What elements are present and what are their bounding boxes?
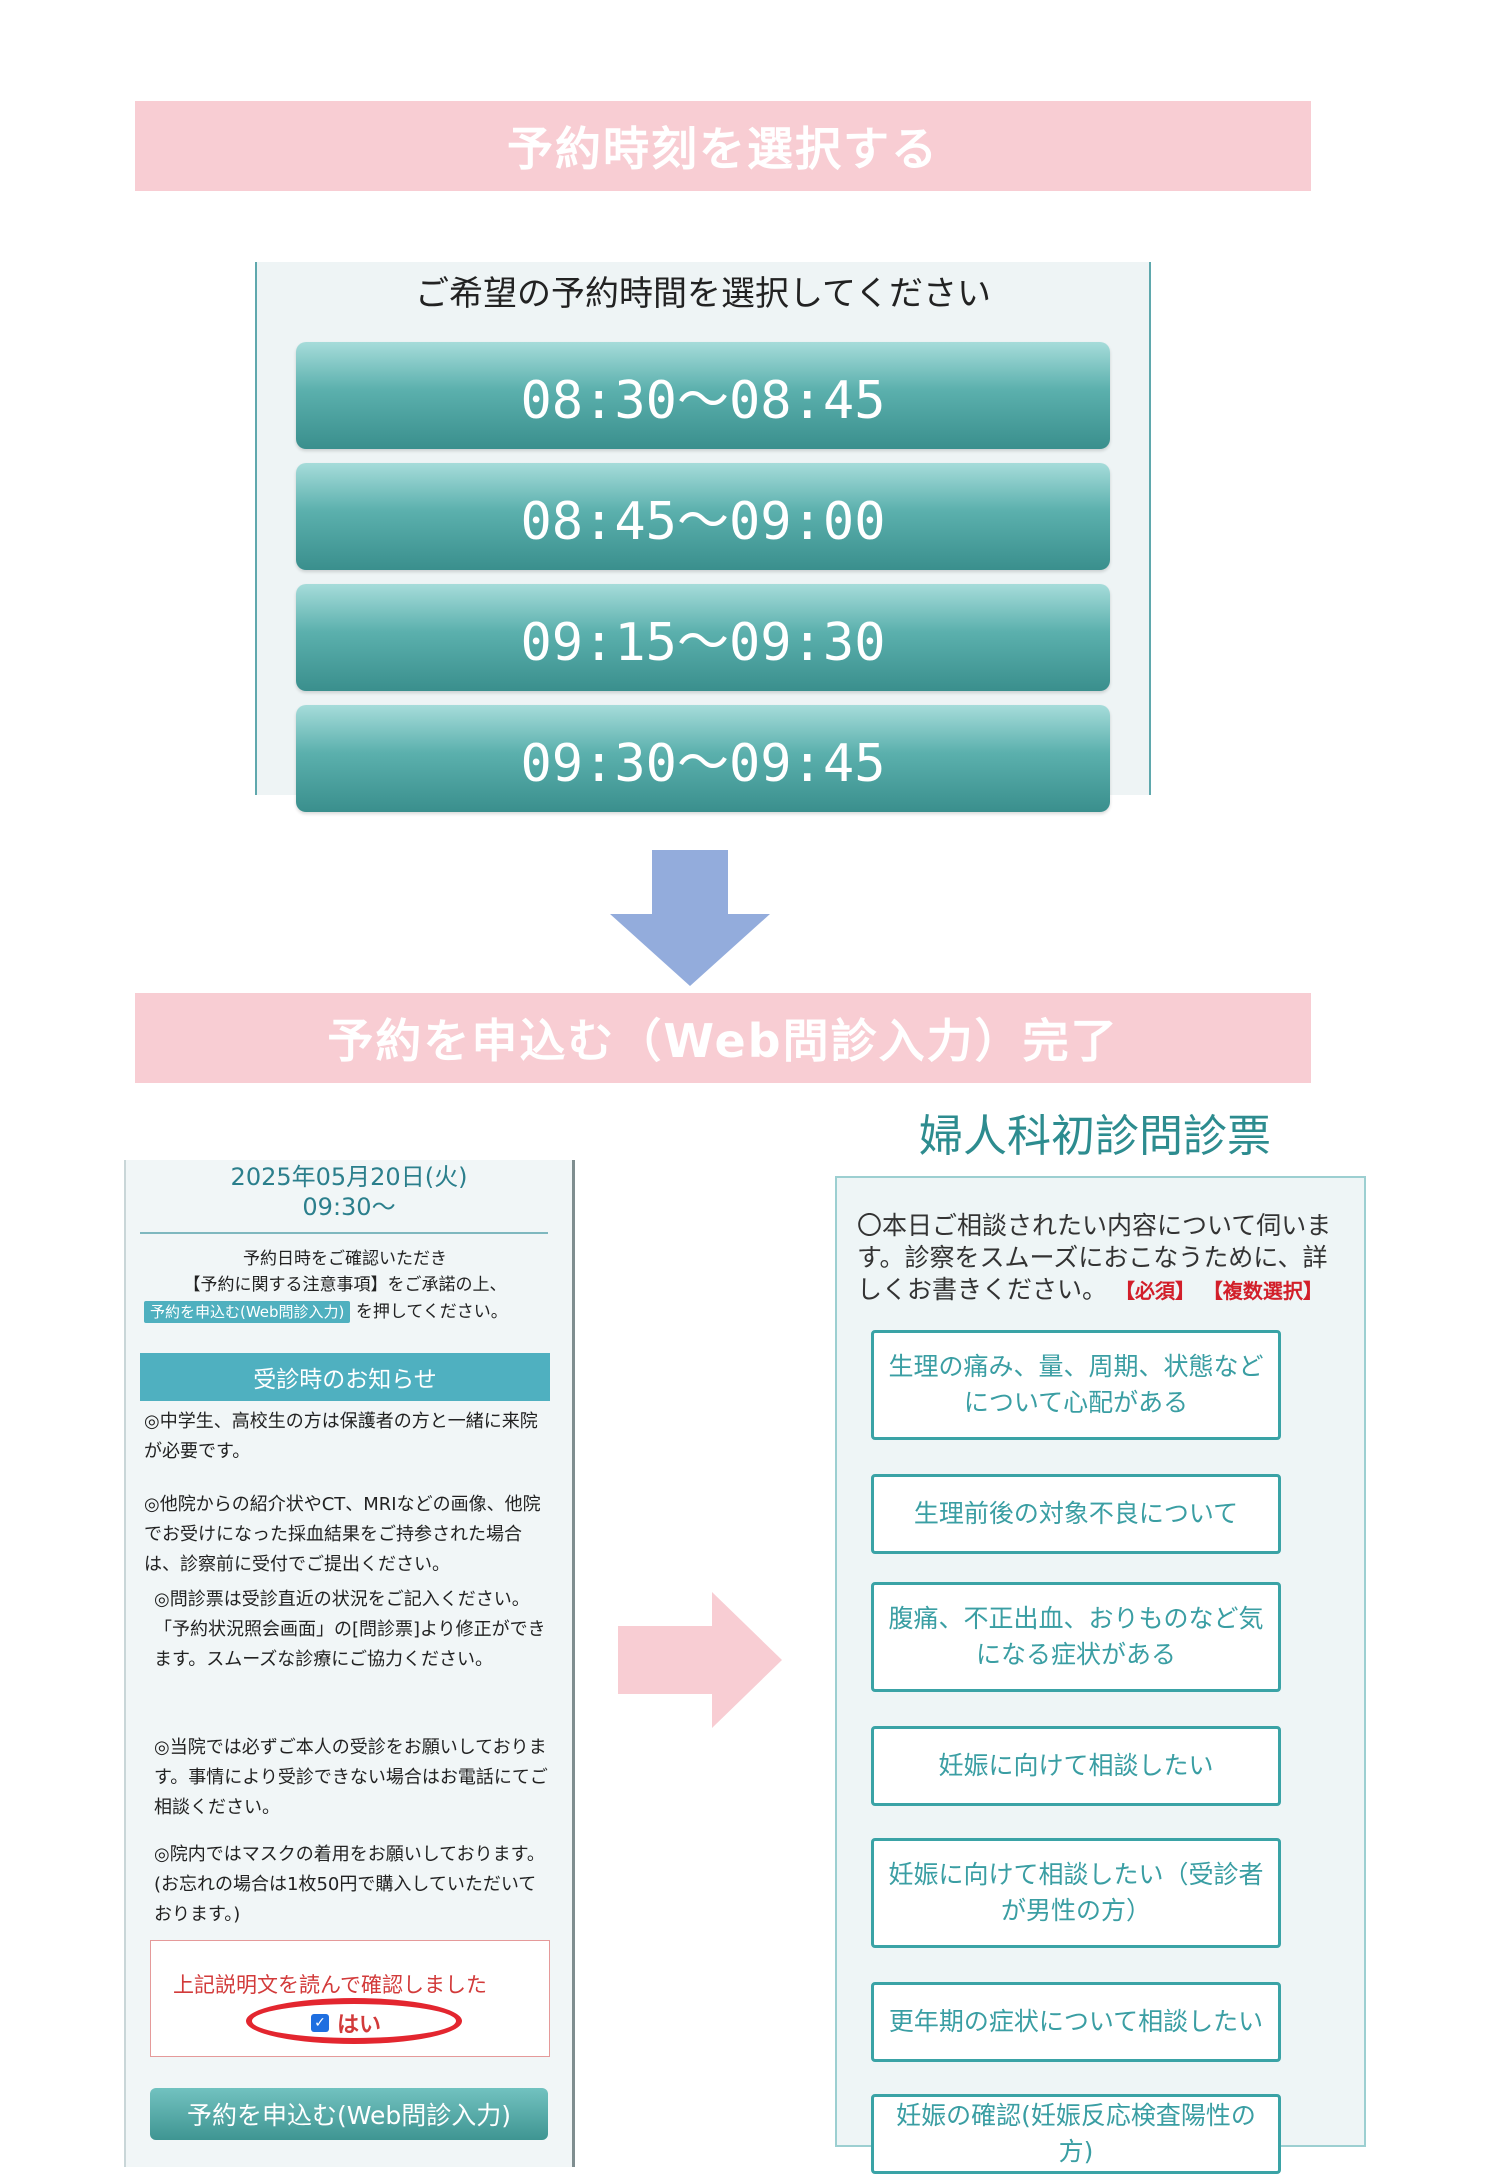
arrow-down-icon — [610, 850, 770, 986]
question-body: 〇本日ご相談されたい内容について伺います。診察をスムーズにおこなうために、詳しく… — [857, 1211, 1332, 1304]
time-selection-heading: ご希望の予約時間を選択してください — [415, 274, 991, 314]
question-text: 〇本日ご相談されたい内容について伺います。診察をスムーズにおこなうために、詳しく… — [857, 1210, 1347, 1307]
instruction-text: 【予約に関する注意事項】をご承諾の上、 — [183, 1275, 507, 1295]
highlight-ring — [246, 1998, 462, 2044]
option-button[interactable]: 更年期の症状について相談したい — [871, 1982, 1281, 2062]
option-button[interactable]: 妊娠の確認(妊娠反応検査陽性の方) — [871, 2094, 1281, 2174]
inline-apply-button-label: 予約を申込む(Web問診入力) — [144, 1301, 351, 1323]
required-tag: 【必須】 — [1114, 1279, 1195, 1303]
step-banner-select-time: 予約時刻を選択する — [135, 101, 1311, 191]
step-banner-apply-complete: 予約を申込む（Web問診入力）完了 — [135, 993, 1311, 1083]
notice-paragraph: ◎当院では必ずご本人の受診をお願いしております。事情により受診できない場合はお電… — [154, 1737, 548, 1818]
arrow-right-icon — [618, 1592, 782, 1728]
time-slot-button[interactable]: 08:45～09:00 — [296, 463, 1110, 570]
instruction-line: 予約を申込む(Web問診入力) を押してください。 — [144, 1299, 554, 1326]
divider — [140, 1232, 548, 1234]
notice-header: 受診時のお知らせ — [140, 1353, 550, 1401]
option-button[interactable]: 腹痛、不正出血、おりものなど気になる症状がある — [871, 1582, 1281, 1692]
confirmation-label: 上記説明文を読んで確認しました — [173, 1973, 487, 1997]
notice-paragraph: ◎院内ではマスクの着用をお願いしております。(お忘れの場合は1枚50円で購入して… — [154, 1844, 545, 1925]
option-button[interactable]: 妊娠に向けて相談したい — [871, 1726, 1281, 1806]
time-slot-button[interactable]: 08:30～08:45 — [296, 342, 1110, 449]
time-slot-button[interactable]: 09:15～09:30 — [296, 584, 1110, 691]
questionnaire-panel: 〇本日ご相談されたい内容について伺います。診察をスムーズにおこなうために、詳しく… — [835, 1176, 1366, 2174]
multiple-choice-tag: 【複数選択】 — [1202, 1279, 1323, 1303]
reservation-time: 09:30～ — [302, 1193, 396, 1221]
time-selection-panel: ご希望の予約時間を選択してください 08:30～08:45 08:45～09:0… — [255, 262, 1151, 812]
notice-paragraph: ◎他院からの紹介状やCT、MRIなどの画像、他院でお受けになった採血結果をご持参… — [144, 1494, 541, 1575]
questionnaire-title: 婦人科初診問診票 — [919, 1111, 1271, 1162]
apply-web-questionnaire-button[interactable]: 予約を申込む(Web問診入力) — [150, 2088, 548, 2140]
time-slot-button[interactable]: 09:30～09:45 — [296, 705, 1110, 812]
instruction-text: 予約日時をご確認いただき — [243, 1249, 447, 1269]
option-button[interactable]: 生理の痛み、量、周期、状態などについて心配がある — [871, 1330, 1281, 1440]
notice-paragraph: ◎問診票は受診直近の状況をご記入ください。「予約状況照会画面」の[問診票]より修… — [154, 1589, 546, 1670]
confirmation-panel: 2025年05月20日(火) 09:30～ 予約日時をご確認いただき 【予約に関… — [124, 1160, 575, 2167]
instruction-text: を押してください。 — [355, 1302, 508, 1322]
option-button[interactable]: 妊娠に向けて相談したい（受診者が男性の方） — [871, 1838, 1281, 1948]
option-button[interactable]: 生理前後の対象不良について — [871, 1474, 1281, 1554]
notice-paragraph: ◎中学生、高校生の方は保護者の方と一緒に来院が必要です。 — [144, 1411, 538, 1462]
reservation-date: 2025年05月20日(火) — [230, 1163, 468, 1191]
